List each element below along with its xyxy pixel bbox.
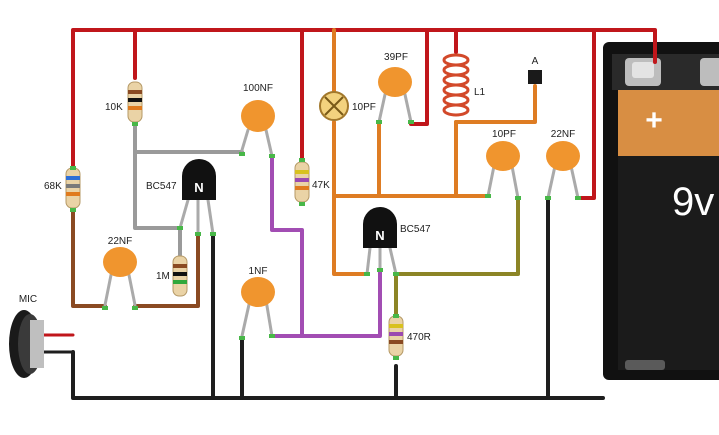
ground-rail-wire xyxy=(71,196,605,400)
transistor-q2-label: BC547 xyxy=(400,224,431,235)
resistor-68k: 68K xyxy=(44,167,81,209)
resistor-470r: 470R xyxy=(388,315,431,357)
antenna-terminal: A xyxy=(528,56,542,84)
capacitor-100nf-label: 100NF xyxy=(243,83,273,94)
transistor-q1-mark: N xyxy=(194,180,203,195)
capacitor-39pf: 39PF xyxy=(377,52,413,124)
battery-9v: + 9v xyxy=(603,42,719,380)
microphone: MIC xyxy=(9,294,44,378)
resistor-1m-label: 1M xyxy=(156,271,170,282)
capacitor-10pf: 10PF xyxy=(486,129,520,200)
capacitor-1nf: 1NF xyxy=(240,266,275,338)
capacitor-22nf-left-label: 22NF xyxy=(108,236,132,247)
capacitor-22nf-right: 22NF xyxy=(546,129,580,200)
capacitor-22nf-left: 22NF xyxy=(103,236,137,307)
resistor-68k-label: 68K xyxy=(44,181,62,192)
capacitor-39pf-label: 39PF xyxy=(384,52,408,63)
battery-terminal-negative xyxy=(700,58,719,86)
lead-pads xyxy=(70,120,581,360)
base-bias-wire xyxy=(133,122,182,257)
resistor-1m: 1M xyxy=(156,255,188,297)
emitter-wire xyxy=(394,196,520,318)
battery-voltage-label: 9v xyxy=(672,180,714,224)
trimmer-capacitor-label: 10PF xyxy=(352,102,376,113)
antenna-label: A xyxy=(532,56,539,67)
tank-circuit-wire xyxy=(332,28,537,276)
capacitor-10pf-label: 10PF xyxy=(492,129,516,140)
mic-label: MIC xyxy=(19,294,37,305)
transistor-q1-label: BC547 xyxy=(146,181,177,192)
trimmer-capacitor-10pf: 10PF xyxy=(319,91,376,121)
capacitor-100nf: 100NF xyxy=(240,83,275,158)
positive-rail-wire xyxy=(71,28,657,200)
battery-plus-sign: + xyxy=(645,104,663,137)
battery-body xyxy=(618,156,719,370)
inductor-label: L1 xyxy=(474,87,486,98)
battery-top xyxy=(618,90,719,156)
inductor-l1: L1 xyxy=(442,53,486,117)
capacitor-1nf-label: 1NF xyxy=(249,266,268,277)
resistor-47k-label: 47K xyxy=(312,180,330,191)
audio-coupling-wire xyxy=(270,156,382,338)
bias-wire xyxy=(71,210,200,308)
transistor-q2: N BC547 xyxy=(363,207,431,276)
resistor-47k: 47K xyxy=(294,161,330,203)
transistor-q2-mark: N xyxy=(375,228,384,243)
resistor-10k: 10K xyxy=(105,81,143,123)
capacitor-22nf-right-label: 22NF xyxy=(551,129,575,140)
transistor-q1: N BC547 xyxy=(146,159,216,236)
resistor-10k-label: 10K xyxy=(105,102,123,113)
resistor-470r-label: 470R xyxy=(407,332,431,343)
